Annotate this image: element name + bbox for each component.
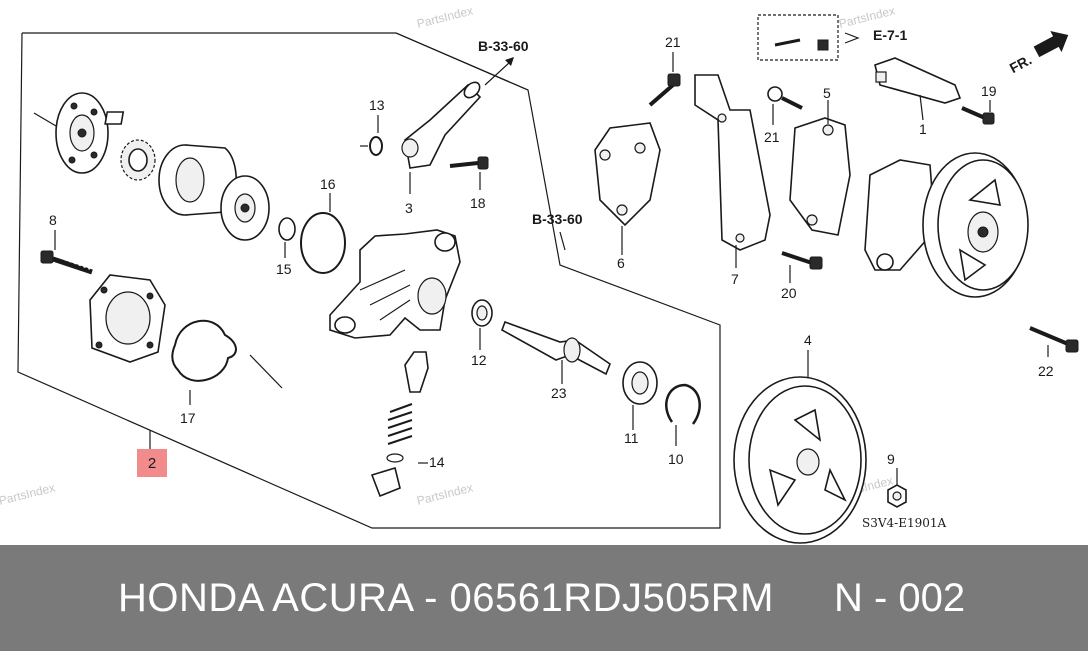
bracket-5-part — [789, 117, 851, 236]
callout-17[interactable]: 17 — [180, 410, 196, 426]
leader-lines — [54, 52, 1049, 485]
pulley-4-part — [733, 376, 867, 544]
callout-1[interactable]: 1 — [919, 121, 927, 137]
bolt-20-part — [781, 251, 823, 270]
callout-16[interactable]: 16 — [320, 176, 336, 192]
bracket-6-part — [594, 122, 661, 227]
callout-6[interactable]: 6 — [617, 255, 625, 271]
seal-12-part — [471, 299, 493, 327]
relief-valve-part — [370, 351, 429, 498]
nut-9-part — [887, 484, 907, 508]
callout-3[interactable]: 3 — [405, 200, 413, 216]
o-ring-16-part — [300, 212, 346, 274]
gasket-17-part — [171, 319, 283, 405]
power-steering-pump-diagram: PartsIndex PartsIndex PartsIndex PartsIn… — [0, 3, 1079, 544]
pin-part — [104, 111, 125, 125]
pump-rear-cover-part — [89, 274, 166, 363]
pump-body-part — [329, 229, 461, 339]
stay-1-part — [874, 57, 962, 104]
diagram-code: S3V4-E1901A — [862, 516, 947, 530]
o-ring-15-part — [278, 217, 296, 241]
callout-21b[interactable]: 21 — [764, 129, 780, 145]
callout-21a[interactable]: 21 — [665, 34, 681, 50]
assembly-outline — [17, 32, 721, 529]
callout-23[interactable]: 23 — [551, 385, 567, 401]
callout-2-highlighted[interactable]: 2 — [137, 449, 167, 477]
callout-14[interactable]: 14 — [429, 454, 445, 470]
callout-8[interactable]: 8 — [49, 212, 57, 228]
footer-bar: HONDA ACURA - 06561RDJ505RM N - 002 — [0, 545, 1088, 651]
bolt-21-part — [648, 73, 681, 107]
callout-7[interactable]: 7 — [731, 271, 739, 287]
bolt-8-part — [40, 250, 93, 275]
page-reference: N - 002 — [834, 576, 966, 620]
ref-label-b3360-top[interactable]: B-33-60 — [478, 38, 529, 54]
callout-19[interactable]: 19 — [981, 83, 997, 99]
inlet-joint-part — [401, 57, 514, 169]
bolt-22-part — [1029, 326, 1079, 353]
pump-assembly-part — [864, 152, 1029, 298]
callout-22[interactable]: 22 — [1038, 363, 1054, 379]
rotor-gear-part — [120, 139, 156, 181]
bolt-18-part — [449, 156, 489, 170]
watermark: PartsIndex — [415, 3, 474, 30]
shaft-23-part — [501, 320, 611, 376]
bracket-7-part — [694, 74, 771, 251]
callout-18[interactable]: 18 — [470, 195, 486, 211]
part-title: HONDA ACURA - 06561RDJ505RM — [118, 576, 774, 620]
bolt-21b-part — [767, 86, 803, 110]
front-arrow-label: FR. — [1007, 51, 1034, 76]
callout-13[interactable]: 13 — [369, 97, 385, 113]
ref-label-b3360-mid[interactable]: B-33-60 — [532, 211, 583, 227]
callout-12[interactable]: 12 — [471, 352, 487, 368]
callout-11[interactable]: 11 — [624, 430, 639, 446]
snap-ring-10-part — [665, 383, 701, 425]
detail-box-e71 — [757, 14, 860, 61]
cam-ring-part — [158, 144, 237, 216]
bearing-11-part — [622, 361, 658, 405]
callout-10[interactable]: 10 — [668, 451, 684, 467]
ref-label-e71[interactable]: E-7-1 — [873, 27, 907, 43]
callout-20[interactable]: 20 — [781, 285, 797, 301]
callout-5[interactable]: 5 — [823, 85, 831, 101]
bolt-19-part — [961, 106, 995, 125]
front-arrow-icon: FR. — [1007, 30, 1069, 76]
callout-15[interactable]: 15 — [276, 261, 292, 277]
callout-9[interactable]: 9 — [887, 451, 895, 467]
callout-2-label: 2 — [147, 454, 157, 472]
callout-4[interactable]: 4 — [804, 332, 812, 348]
watermark: PartsIndex — [415, 480, 474, 507]
watermark: PartsIndex — [0, 480, 56, 507]
side-plate-part — [220, 175, 270, 241]
pump-cover-plate-part — [33, 92, 109, 174]
o-ring-13-part — [360, 136, 383, 156]
